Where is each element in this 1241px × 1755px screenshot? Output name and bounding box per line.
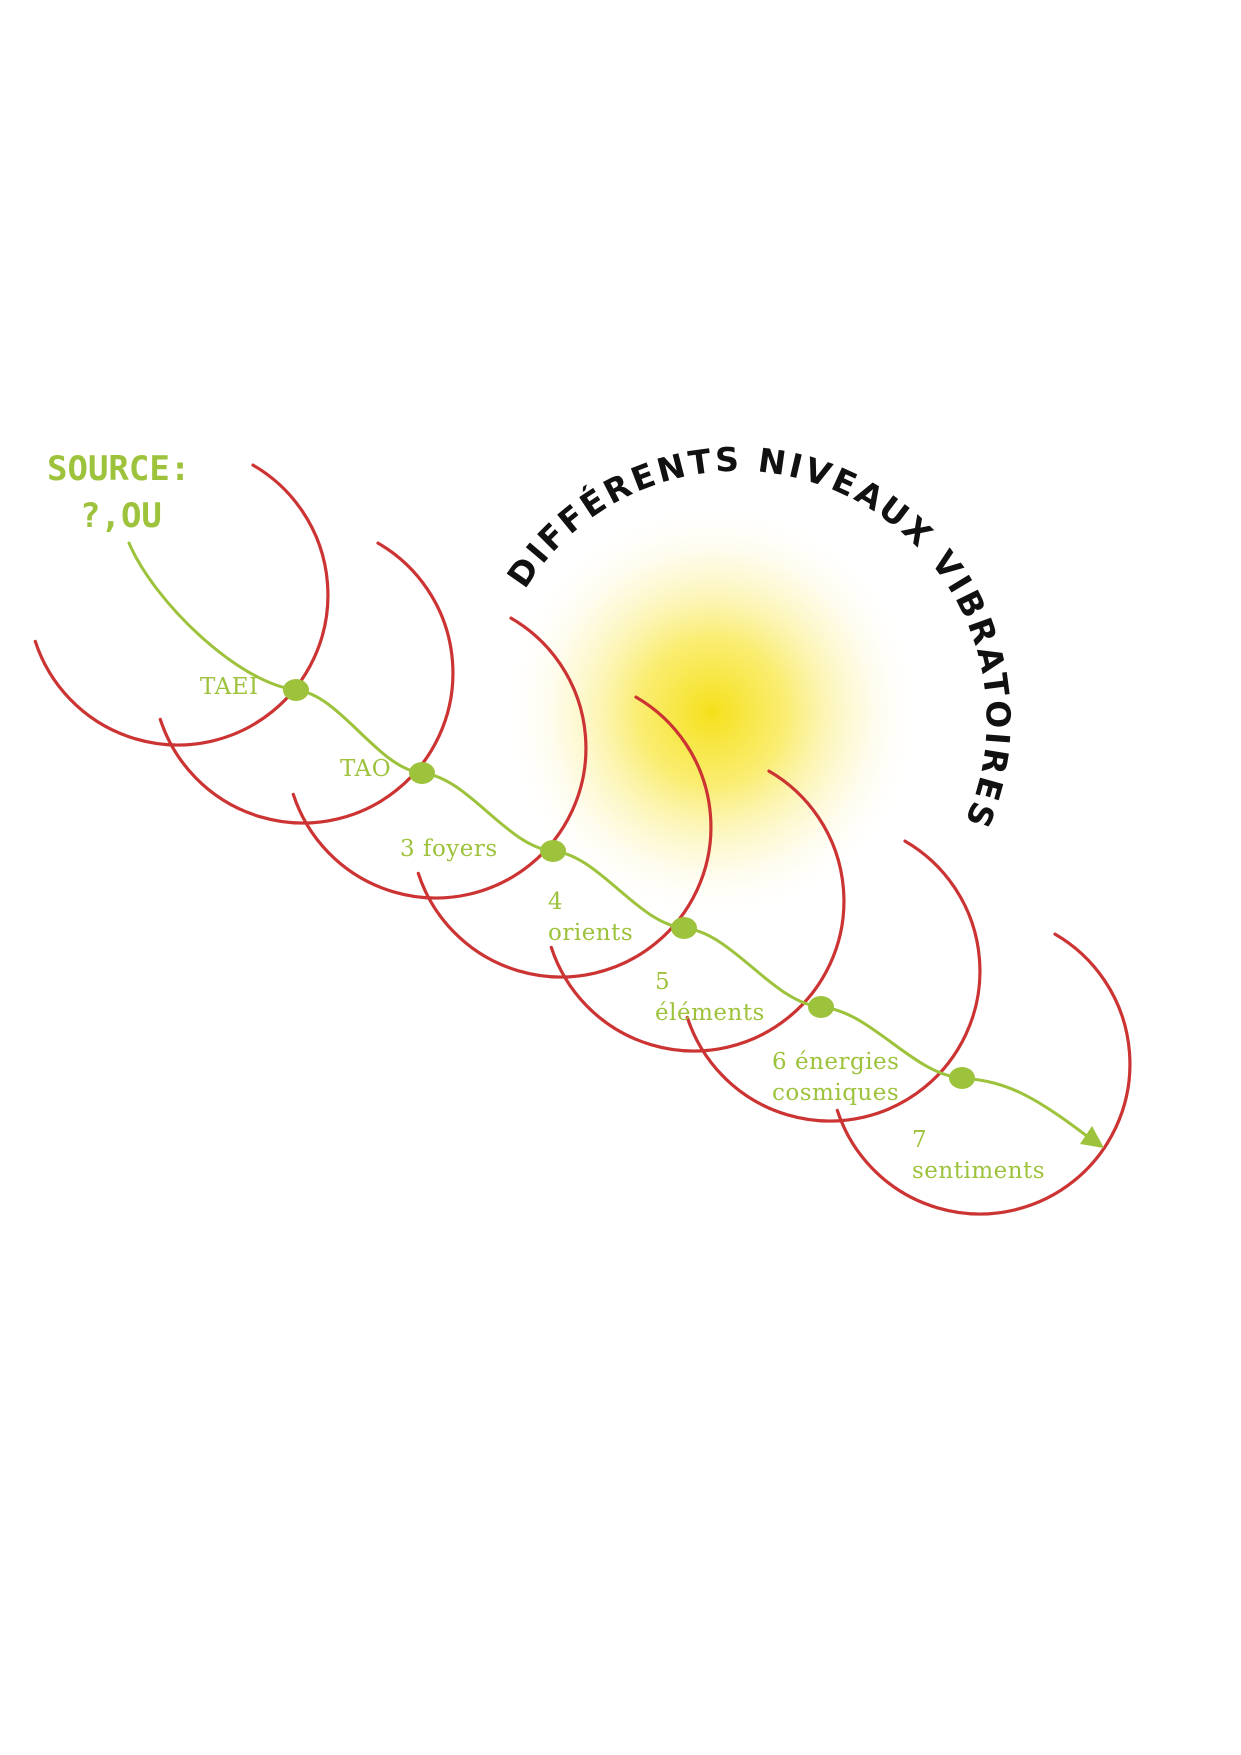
level-node-dot-6: [949, 1067, 975, 1089]
level-node-dot-3: [540, 840, 566, 862]
level-label-4-line-2: orients: [548, 920, 633, 946]
level-label-7-line-2: sentiments: [912, 1158, 1045, 1184]
level-arc-1: [33, 463, 330, 747]
source-label-line1: SOURCE:: [47, 449, 190, 489]
yellow-glow: [502, 502, 922, 922]
level-arc-5: [549, 769, 846, 1053]
level-arc-3: [291, 616, 588, 900]
level-label-7-line-1: 7: [912, 1127, 927, 1153]
level-labels-group: TAEI TAO 3 foyers 4 orients 5 éléments 6 énergi…: [200, 674, 1045, 1184]
level-dots-group: [283, 679, 975, 1089]
level-node-dot-2: [409, 762, 435, 784]
level-arc-4: [416, 695, 713, 979]
level-node-dot-4: [671, 917, 697, 939]
level-label-2-line-1: TAO: [340, 756, 391, 782]
level-arc-7: [835, 932, 1132, 1216]
level-arc-6: [685, 839, 982, 1123]
level-label-3-line-1: 3 foyers: [400, 836, 498, 862]
source-label-line2: ?,OU: [80, 496, 162, 536]
level-label-4-line-1: 4: [548, 889, 563, 915]
level-label-5-line-1: 5: [655, 969, 670, 995]
level-node-dot-1: [283, 679, 309, 701]
arrow-head-icon: [1080, 1126, 1104, 1148]
level-label-1-line-1: TAEI: [200, 674, 259, 700]
level-label-5-line-2: éléments: [655, 1000, 765, 1026]
level-label-6-line-1: 6 énergies: [772, 1049, 899, 1075]
level-node-dot-5: [808, 996, 834, 1018]
level-arc-2: [158, 541, 455, 825]
red-arcs-group: [33, 463, 1132, 1216]
level-label-6-line-2: cosmiques: [772, 1080, 899, 1106]
